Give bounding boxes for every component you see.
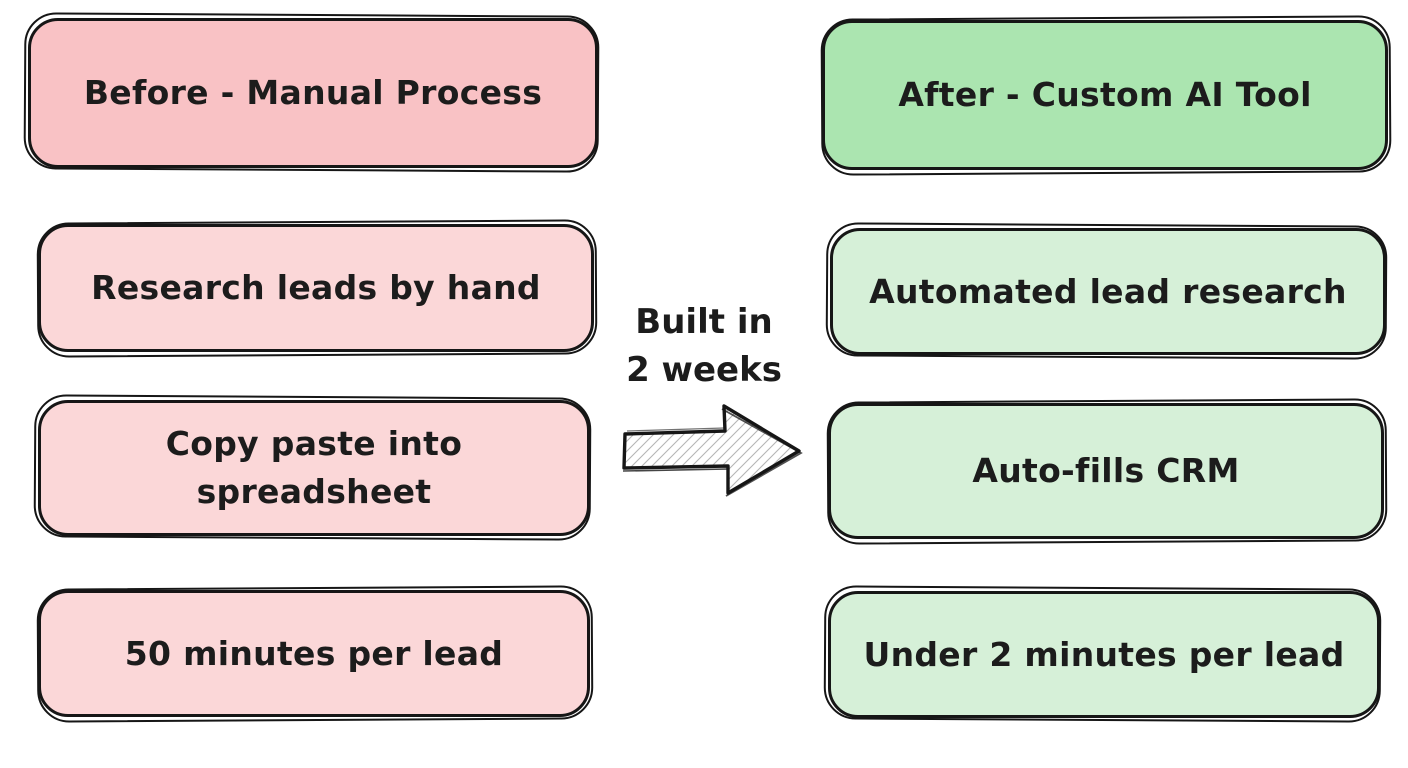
- before-item-label: 50 minutes per lead: [124, 633, 504, 673]
- before-header-label: Before - Manual Process: [83, 73, 543, 113]
- before-header-box: Before - Manual Process: [28, 18, 598, 168]
- after-item-box-crm: Auto-fills CRM: [828, 403, 1384, 539]
- after-item-label: Under 2 minutes per lead: [863, 634, 1345, 674]
- after-header-label: After - Custom AI Tool: [898, 75, 1312, 115]
- after-header-box: After - Custom AI Tool: [822, 20, 1388, 170]
- connector-caption-line2: 2 weeks: [626, 350, 782, 391]
- before-item-label: Copy paste into spreadsheet: [165, 424, 463, 511]
- before-item-box-minutes: 50 minutes per lead: [38, 590, 590, 717]
- after-item-label: Auto-fills CRM: [972, 451, 1240, 491]
- before-item-label: Research leads by hand: [91, 268, 541, 308]
- connector-caption: Built in 2 weeks: [598, 298, 810, 395]
- after-item-box-automated: Automated lead research: [830, 228, 1386, 355]
- right-arrow-icon: [622, 404, 803, 497]
- connector-caption-line1: Built in: [635, 302, 773, 342]
- before-item-box-copy-paste: Copy paste into spreadsheet: [38, 400, 590, 536]
- after-item-box-minutes: Under 2 minutes per lead: [828, 591, 1380, 718]
- before-item-box-research: Research leads by hand: [38, 224, 594, 352]
- after-item-label: Automated lead research: [869, 271, 1347, 311]
